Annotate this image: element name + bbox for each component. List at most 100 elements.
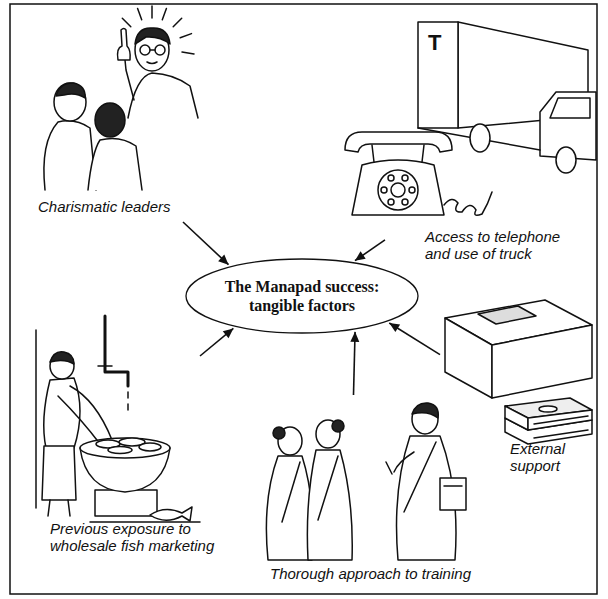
dial-hole [402,199,408,205]
arrow-connector [200,328,233,356]
frame-border [10,4,597,594]
arrow-connector [354,332,356,395]
worker-arm [58,396,100,444]
radiance-line [151,6,153,18]
radiance-line [162,9,166,20]
woman-sari [266,456,313,560]
truck-wheel [556,147,576,173]
phone-handset [345,132,452,152]
fish-market-illustration [36,316,200,522]
training-illustration [266,403,466,560]
water-drip [127,404,129,410]
factor-caption: Access to telephone and use of truck [425,228,570,262]
book [440,478,466,510]
dial-hole [409,187,415,193]
factor-node: Charismatic leaders [30,8,200,222]
box-side [492,325,592,398]
hair-bun [273,427,285,439]
radiance-line [122,18,131,27]
paper-sheet [478,306,536,324]
worker-cloth [42,446,76,500]
tap-handle [98,365,112,367]
water-drip [127,392,129,398]
factor-node: Access to telephone and use of truck [385,226,570,272]
truck-back [418,22,458,128]
ellipse-outline [185,258,419,334]
dial-center [391,183,405,197]
wall-edge [35,330,37,508]
listener-head [95,103,125,137]
ellipse-shape [186,259,418,333]
stack-line [534,416,588,424]
factor-node: Thorough approach to training [250,395,480,562]
listener-body [88,138,142,190]
radiance-line [173,18,182,27]
leader-body [128,73,198,118]
ellipse-text-wrap: The Manapad success: tangible factors [185,258,419,334]
fish-in-basin [139,443,161,451]
fish-on-ground [150,507,192,521]
glasses-lens [140,45,150,55]
arrow-connector [355,240,385,261]
leader-hand [118,29,131,61]
glasses-bridge [150,49,155,51]
leader-illustration [44,6,198,190]
arrow-connector [183,222,229,265]
glasses-lens [155,45,165,55]
fish-in-basin [108,447,132,454]
ellipse-node: The Manapad success: tangible factors [185,258,419,334]
woman-hair [412,403,438,418]
telephone-illustration [345,132,492,215]
radiance-line [182,52,194,54]
listener-body [44,121,96,190]
phone-dial [378,170,418,210]
sari-drape [318,456,338,520]
radiance-line [138,9,142,20]
phone-cord [444,192,492,215]
factor-node: Previous exposure to wholesale fish mark… [30,315,200,520]
dial-hole [388,175,394,181]
listener-head [54,83,86,121]
worker-leg [48,500,50,516]
factor-caption: Charismatic leaders [38,198,213,215]
pen [386,462,392,474]
factor-node: External support [440,300,596,482]
leader-hair [135,28,170,44]
truck-wheel [470,124,490,152]
worker-leg [68,500,70,516]
worker-hair [50,352,74,364]
arrow-head [355,251,366,260]
arrow-head [223,328,234,338]
factor-caption: External support [510,440,592,474]
water-tap [105,316,128,386]
stack-line [534,430,588,438]
leader-mouth [147,62,157,64]
factor-caption: Previous exposure to wholesale fish mark… [50,520,240,554]
book-line [444,485,462,487]
truck-letter: T [428,30,441,56]
central-title: The Manapad success: tangible factors [217,277,387,315]
phone-body [352,160,444,215]
sari-drape [404,442,436,512]
woman-arm [394,452,414,472]
basin-rim [80,438,170,458]
dial-hole [388,199,394,205]
cab-window [550,98,590,118]
box-front [445,318,492,398]
radiance-line [180,34,191,38]
arrow-head [218,255,228,265]
dial-hole [402,175,408,181]
money-stack [505,406,528,430]
woman-sari [307,450,352,560]
listener-hair [56,83,85,98]
basin-stand [95,490,157,516]
dial-hole [381,187,387,193]
arrow-head [389,323,400,332]
cradle-post [372,145,374,162]
sari-drape [282,462,300,522]
arrow-connector [389,323,440,355]
cradle-post [422,145,424,162]
banknote-mark [539,406,557,412]
